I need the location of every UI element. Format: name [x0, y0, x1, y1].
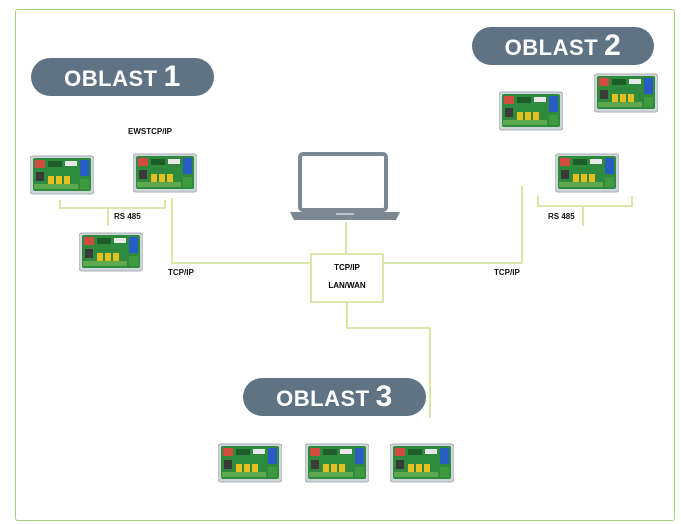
tcpip-link-area-1	[171, 198, 310, 264]
controller-board-a3-3	[390, 443, 454, 483]
area-2-word: OBLAST	[504, 35, 599, 60]
area-2-badge: OBLAST 2	[472, 27, 654, 65]
controller-board-a2-3	[555, 153, 619, 193]
laptop-icon	[290, 152, 400, 220]
controller-board-a3-2	[305, 443, 369, 483]
controller-board-a3-1	[218, 443, 282, 483]
tcpip-label-left: TCP/IP	[168, 268, 194, 277]
area-1-word: OBLAST	[64, 66, 158, 91]
rs485-bus-area-2	[537, 196, 633, 226]
area-1-number: 1	[163, 60, 181, 93]
lan-link-area-3	[346, 303, 431, 418]
tcpip-link-area-2	[384, 186, 523, 264]
rs485-label-area-1: RS 485	[114, 212, 141, 221]
rs485-label-area-2: RS 485	[548, 212, 575, 221]
controller-board-a2-2	[594, 73, 658, 113]
area-3-word: OBLAST	[276, 386, 370, 411]
rs485-bus-area-1	[59, 200, 166, 226]
controller-board-a1-1	[30, 155, 94, 195]
ews-tcpip-label: EWSTCP/IP	[128, 127, 173, 136]
area-1-badge: OBLAST 1	[31, 58, 214, 96]
lan-wan-hub: TCP/IP LAN/WAN	[310, 253, 384, 303]
hub-line-2: LAN/WAN	[328, 281, 366, 290]
area-3-badge: OBLAST 3	[243, 378, 426, 416]
area-2-number: 2	[604, 29, 622, 62]
controller-board-a1-2	[133, 153, 197, 193]
controller-board-a2-1	[499, 91, 563, 131]
controller-board-a1-3	[79, 232, 143, 272]
area-3-number: 3	[375, 380, 393, 413]
tcpip-label-right: TCP/IP	[494, 268, 520, 277]
hub-line-1: TCP/IP	[334, 263, 360, 272]
